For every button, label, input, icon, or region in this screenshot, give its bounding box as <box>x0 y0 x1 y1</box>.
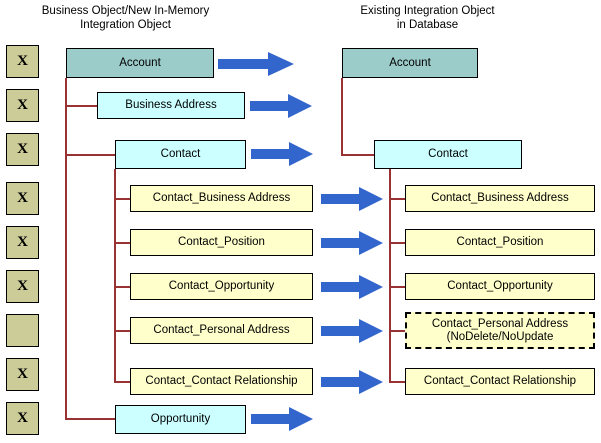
connector-left-to-contact-position <box>114 242 130 244</box>
node-left-contact-position[interactable]: Contact_Position <box>130 229 313 256</box>
connector-right-to-contact <box>341 154 374 156</box>
left-column-header: Business Object/New In-Memory Integratio… <box>41 5 210 31</box>
node-right-contact-business-address[interactable]: Contact_Business Address <box>405 185 595 212</box>
marker-contact-position[interactable]: X <box>6 226 39 259</box>
arrow-opportunity <box>251 407 313 431</box>
right-column-header: Existing Integration Object in Database <box>360 5 495 31</box>
connector-left-to-contact-business-address <box>114 198 130 200</box>
arrow-contact-business-address <box>321 187 383 211</box>
node-left-contact-opportunity[interactable]: Contact_Opportunity <box>130 273 313 300</box>
connector-right-to-contact-personal-address <box>389 330 405 332</box>
arrow-contact-contact-relationship <box>321 370 383 394</box>
connector-right-to-contact-opportunity <box>389 286 405 288</box>
connector-right-contact-trunk <box>389 169 391 382</box>
arrow-contact-position <box>321 231 383 255</box>
node-left-contact[interactable]: Contact <box>115 140 246 169</box>
connector-left-to-opportunity <box>65 418 115 420</box>
connector-left-to-contact-personal-address <box>114 330 130 332</box>
marker-business-address[interactable]: X <box>6 89 39 122</box>
arrow-business-address <box>250 94 312 118</box>
connector-left-contact-trunk <box>114 169 116 382</box>
marker-contact-contact-relationship[interactable]: X <box>6 358 39 391</box>
node-right-contact-opportunity[interactable]: Contact_Opportunity <box>405 273 595 300</box>
arrow-contact-personal-address <box>321 319 383 343</box>
node-left-contact-business-address[interactable]: Contact_Business Address <box>130 185 313 212</box>
connector-left-to-contact-contact-relationship <box>114 381 130 383</box>
node-left-contact-personal-address[interactable]: Contact_Personal Address <box>130 317 313 344</box>
connector-left-to-contact-opportunity <box>114 286 130 288</box>
node-left-opportunity[interactable]: Opportunity <box>115 405 246 434</box>
node-right-contact-personal-address[interactable]: Contact_Personal Address (NoDelete/NoUpd… <box>405 312 595 349</box>
marker-contact-personal-address[interactable] <box>6 314 39 347</box>
connector-right-to-contact-position <box>389 242 405 244</box>
node-right-account[interactable]: Account <box>342 48 478 78</box>
arrow-contact-opportunity <box>321 275 383 299</box>
marker-contact-business-address[interactable]: X <box>6 182 39 215</box>
connector-left-to-business-address <box>65 105 97 107</box>
node-right-contact-contact-relationship[interactable]: Contact_Contact Relationship <box>405 368 595 395</box>
node-right-contact-position[interactable]: Contact_Position <box>405 229 595 256</box>
marker-opportunity[interactable]: X <box>6 402 39 435</box>
node-left-contact-contact-relationship[interactable]: Contact_Contact Relationship <box>130 368 313 395</box>
arrow-contact <box>251 142 313 166</box>
node-left-account[interactable]: Account <box>66 48 214 78</box>
marker-contact-opportunity[interactable]: X <box>6 270 39 303</box>
marker-account[interactable]: X <box>6 45 39 78</box>
node-left-business-address[interactable]: Business Address <box>97 92 245 119</box>
connector-right-account-trunk <box>341 78 343 154</box>
node-right-contact[interactable]: Contact <box>374 140 522 169</box>
connector-left-to-contact <box>65 154 115 156</box>
connector-right-to-contact-contact-relationship <box>389 381 405 383</box>
connector-left-account-trunk <box>65 78 67 419</box>
arrow-account <box>218 52 294 76</box>
marker-contact[interactable]: X <box>6 133 39 166</box>
connector-right-to-contact-business-address <box>389 198 405 200</box>
